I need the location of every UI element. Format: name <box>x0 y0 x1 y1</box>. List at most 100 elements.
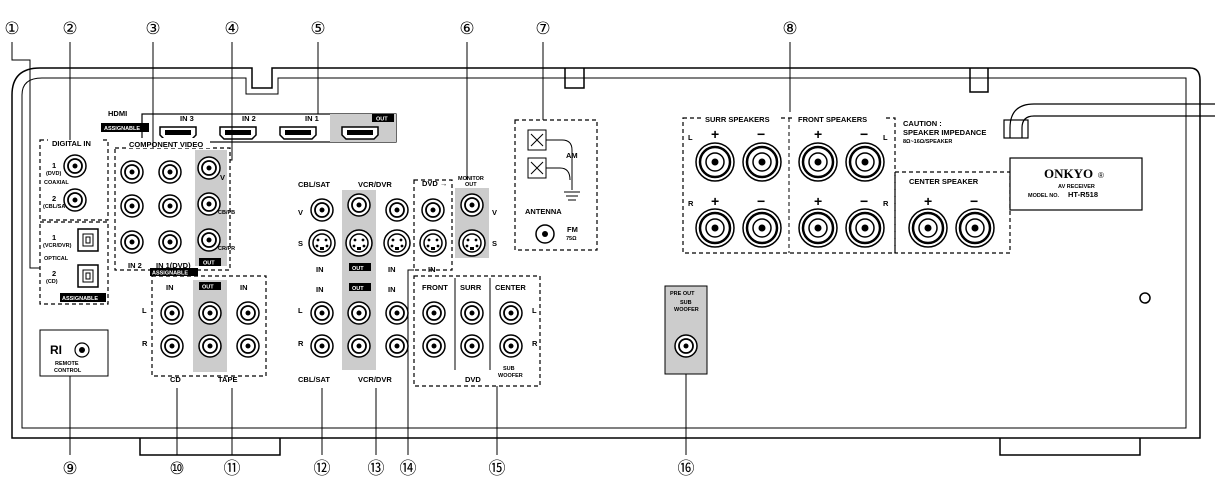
dvd-arrow-label: DVD → <box>422 179 447 188</box>
leader-line-14 <box>407 269 414 455</box>
tape-out-l-jack[interactable] <box>198 301 222 325</box>
cbl-audio-l-jack[interactable] <box>310 301 334 325</box>
callout-7: ⑦ <box>535 19 550 38</box>
surr-r-plus-post[interactable] <box>695 208 735 248</box>
cv-in1-cb-jack[interactable] <box>158 194 182 218</box>
monitor-label: MONITOR <box>458 176 484 182</box>
surr-l-minus-post[interactable] <box>742 142 782 182</box>
hdmi-out-port[interactable] <box>341 126 379 140</box>
front-l-plus-post[interactable] <box>798 142 838 182</box>
front-l-minus-post[interactable] <box>845 142 885 182</box>
hdmi-in3-label: IN 3 <box>180 114 194 123</box>
hdmi-in2-port[interactable] <box>219 126 257 140</box>
remote-control-section: RI REMOTE CONTROL <box>39 329 109 377</box>
speaker-sign-plus: + <box>814 193 822 209</box>
hdmi-in3-port[interactable] <box>159 126 197 140</box>
tape-out-label: OUT <box>202 285 214 291</box>
audio-vcr-in-label: IN <box>388 285 396 294</box>
optical2-label: 2 <box>52 269 56 278</box>
dvd-sub-label: SUB <box>503 366 515 372</box>
vcr-audio-out-r-jack[interactable] <box>347 334 371 358</box>
cv-in2-label: IN 2 <box>128 261 142 270</box>
center-plus-post[interactable] <box>908 208 948 248</box>
monitor-video-jack[interactable] <box>460 193 484 217</box>
dvd-video-jack[interactable] <box>421 198 445 222</box>
center-minus-post[interactable] <box>955 208 995 248</box>
cd-r-jack[interactable] <box>160 334 184 358</box>
digital-coaxial-1-jack[interactable] <box>63 154 87 178</box>
center-speaker-label: CENTER SPEAKER <box>909 177 979 186</box>
vcrdvr-bottom-label: VCR/DVR <box>358 375 392 384</box>
audio-l-label: L <box>298 306 303 315</box>
surr-r-minus-post[interactable] <box>742 208 782 248</box>
digital-coaxial-2-jack[interactable] <box>63 188 87 212</box>
surr-l-jack[interactable] <box>460 301 484 325</box>
tape-in-r-jack[interactable] <box>236 334 260 358</box>
vcr-audio-in-l-jack[interactable] <box>385 301 409 325</box>
tape-in-l-jack[interactable] <box>236 301 260 325</box>
cv-in1-y-jack[interactable] <box>158 160 182 184</box>
hdmi-in1-port[interactable] <box>279 126 317 140</box>
dvd-subwoofer-jack[interactable] <box>499 334 523 358</box>
cv-out-cr-jack[interactable] <box>197 228 221 252</box>
surr-label: SURR <box>460 283 482 292</box>
callout-12: ⑫ <box>314 459 331 478</box>
cv-in2-cb-jack[interactable] <box>120 194 144 218</box>
dvd-l-label: L <box>532 306 537 315</box>
callout-16: ⑯ <box>678 459 695 478</box>
callout-4: ④ <box>224 19 239 38</box>
hdmi-in2-label: IN 2 <box>242 114 256 123</box>
cv-in2-cr-jack[interactable] <box>120 230 144 254</box>
callout-1: ① <box>4 19 19 38</box>
dvd-in-label: IN <box>428 265 436 274</box>
dvd-svideo-jack[interactable] <box>419 229 447 257</box>
center-label: CENTER <box>495 283 526 292</box>
caution-impedance-label: SPEAKER IMPEDANCE <box>903 128 986 137</box>
front-r-plus-post[interactable] <box>798 208 838 248</box>
cbl-video-jack[interactable] <box>310 198 334 222</box>
vcrdvr-top-label: VCR/DVR <box>358 180 392 189</box>
vcr-svideo-out-jack[interactable] <box>345 229 373 257</box>
video-s-label: S <box>298 239 303 248</box>
optical-1-port[interactable] <box>77 228 99 252</box>
cbl-audio-r-jack[interactable] <box>310 334 334 358</box>
vcr-audio-out-l-jack[interactable] <box>347 301 371 325</box>
pre-out-section: PRE OUT SUB WOOFER <box>664 285 708 375</box>
hdmi-section: HDMI ASSIGNABLE IN 3 IN 2 IN 1 OUT <box>101 109 397 143</box>
front-l-jack[interactable] <box>422 301 446 325</box>
hdmi-assignable-label: ASSIGNABLE <box>104 126 140 132</box>
pre-out-subwoofer-jack[interactable] <box>674 334 698 358</box>
dvd-r-label: R <box>532 339 538 348</box>
vcr-video-in-jack[interactable] <box>385 198 409 222</box>
chassis <box>11 67 1201 456</box>
audio-r-label: R <box>298 339 304 348</box>
cv-in1-cr-jack[interactable] <box>158 230 182 254</box>
cv-out-y-jack[interactable] <box>197 156 221 180</box>
surr-r-jack[interactable] <box>460 334 484 358</box>
front-l-label: L <box>883 133 888 142</box>
center-jack[interactable] <box>499 301 523 325</box>
cv-in2-y-jack[interactable] <box>120 160 144 184</box>
vcr-svideo-in-jack[interactable] <box>383 229 411 257</box>
optical-2-port[interactable] <box>77 264 99 288</box>
cbl-svideo-jack[interactable] <box>308 229 336 257</box>
callout-6: ⑥ <box>459 19 474 38</box>
front-r-minus-post[interactable] <box>845 208 885 248</box>
cv-cr-label: CR/PR <box>218 246 235 252</box>
monitor-svideo-jack[interactable] <box>458 229 486 257</box>
speaker-section: SURR SPEAKERS FRONT SPEAKERS CENTER SPEA… <box>682 114 1011 254</box>
monitor-s-label: S <box>492 239 497 248</box>
cv-out-cb-jack[interactable] <box>197 192 221 216</box>
front-r-label: R <box>883 199 889 208</box>
tape-in-label: IN <box>240 283 248 292</box>
cd-l-jack[interactable] <box>160 301 184 325</box>
front-r-jack[interactable] <box>422 334 446 358</box>
tape-out-r-jack[interactable] <box>198 334 222 358</box>
model-type-label: AV RECEIVER <box>1058 184 1095 190</box>
vcr-audio-in-r-jack[interactable] <box>385 334 409 358</box>
surr-l-plus-post[interactable] <box>695 142 735 182</box>
vcr-video-out-jack[interactable] <box>347 193 371 217</box>
cblsat-bottom-label: CBL/SAT <box>298 375 330 384</box>
callout-14: ⑭ <box>400 459 417 478</box>
